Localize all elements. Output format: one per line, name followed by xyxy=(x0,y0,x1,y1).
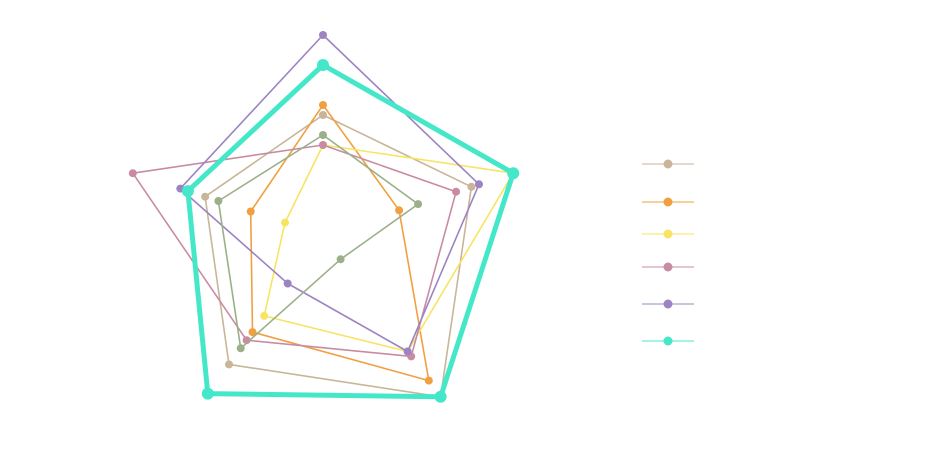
series-5-line[interactable] xyxy=(185,62,516,400)
legend-item-5[interactable] xyxy=(642,336,694,346)
series-1-point-3[interactable] xyxy=(248,328,257,337)
series-6-line[interactable] xyxy=(217,134,419,350)
legend-item-0[interactable] xyxy=(642,159,694,169)
series-5-point-0[interactable] xyxy=(317,59,329,71)
series-0-line[interactable] xyxy=(204,114,473,398)
series-1-point-4[interactable] xyxy=(246,207,255,216)
series-2-point-4[interactable] xyxy=(281,218,289,227)
series-2[interactable] xyxy=(260,141,518,356)
series-4-point-3[interactable] xyxy=(283,279,292,288)
series-4-point-2[interactable] xyxy=(403,347,412,356)
series-6[interactable] xyxy=(214,131,423,353)
series-4-line[interactable] xyxy=(179,34,480,353)
legend-swatch-marker xyxy=(663,299,673,309)
series-5-point-4[interactable] xyxy=(181,185,194,198)
series-0-point-1[interactable] xyxy=(467,182,476,191)
series-3-point-0[interactable] xyxy=(319,141,327,149)
legend-item-1[interactable] xyxy=(642,197,694,207)
series-4-point-1[interactable] xyxy=(475,180,483,189)
series-0-point-3[interactable] xyxy=(225,360,233,369)
series-6-point-1[interactable] xyxy=(414,200,423,209)
series-0-point-0[interactable] xyxy=(319,111,327,119)
series-2-point-3[interactable] xyxy=(260,311,269,320)
legend-item-4[interactable] xyxy=(642,299,694,309)
series-layer xyxy=(128,31,520,403)
series-1[interactable] xyxy=(246,101,433,385)
series-4[interactable] xyxy=(176,31,483,356)
legend-item-2[interactable] xyxy=(642,229,694,239)
legend-swatch-marker xyxy=(663,229,673,239)
series-6-point-0[interactable] xyxy=(319,131,327,139)
legend-swatch-marker xyxy=(663,336,673,346)
series-0-point-4[interactable] xyxy=(201,192,210,201)
series-3-point-1[interactable] xyxy=(452,187,461,196)
series-6-point-3[interactable] xyxy=(236,344,245,353)
legend-swatch-marker xyxy=(663,262,673,272)
series-0[interactable] xyxy=(201,111,476,401)
series-5-point-3[interactable] xyxy=(201,387,214,400)
legend[interactable] xyxy=(642,159,694,346)
series-3-point-4[interactable] xyxy=(128,169,137,178)
series-2-line[interactable] xyxy=(263,144,515,353)
series-1-point-2[interactable] xyxy=(424,376,433,385)
series-3[interactable] xyxy=(128,141,461,361)
legend-swatch-marker xyxy=(663,197,673,207)
series-6-point-4[interactable] xyxy=(214,197,223,205)
series-1-line[interactable] xyxy=(249,104,430,382)
series-6-point-2[interactable] xyxy=(336,255,345,264)
series-5-point-1[interactable] xyxy=(507,167,520,180)
series-4-point-0[interactable] xyxy=(319,31,327,39)
legend-item-3[interactable] xyxy=(642,262,694,272)
series-3-line[interactable] xyxy=(132,144,457,358)
legend-swatch-marker xyxy=(663,159,673,169)
series-1-point-0[interactable] xyxy=(319,101,327,109)
series-5-point-2[interactable] xyxy=(434,390,447,403)
series-1-point-1[interactable] xyxy=(395,206,404,215)
series-5[interactable] xyxy=(181,59,520,403)
